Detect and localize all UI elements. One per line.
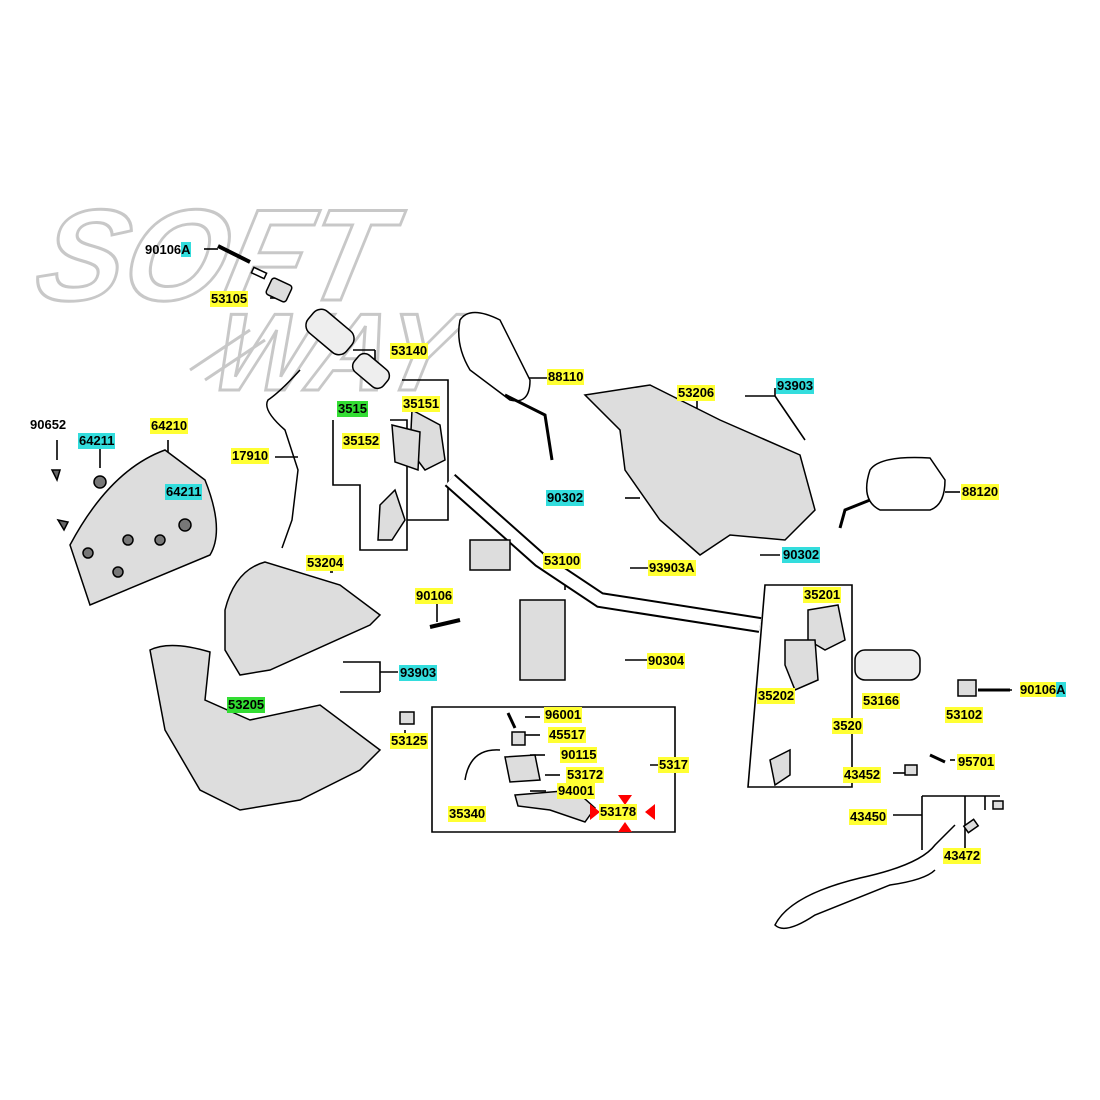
label-3520: 3520 <box>832 718 863 734</box>
label-17910: 17910 <box>231 448 270 464</box>
label-90106A-top: 90106A <box>144 242 192 258</box>
label-53172: 53172 <box>566 767 605 783</box>
label-53125: 53125 <box>390 733 429 749</box>
label-43472: 43472 <box>943 848 982 864</box>
label-53166: 53166 <box>862 693 901 709</box>
label-35340: 35340 <box>448 806 487 822</box>
label-53206: 53206 <box>677 385 716 401</box>
label-43450: 43450 <box>849 809 888 825</box>
label-53100: 53100 <box>543 553 582 569</box>
label-93903A: 93903A <box>648 560 696 576</box>
label-suffix: A <box>181 242 191 257</box>
label-90302-b: 90302 <box>782 547 821 563</box>
label-90302-a: 90302 <box>546 490 585 506</box>
label-35152: 35152 <box>342 433 381 449</box>
label-3515: 3515 <box>337 401 368 417</box>
label-95701: 95701 <box>957 754 996 770</box>
watermark-streaks <box>189 328 266 382</box>
label-94001: 94001 <box>557 783 596 799</box>
marker-top <box>618 795 632 805</box>
label-suffix: A <box>1056 682 1066 697</box>
label-prefix: 90106 <box>1020 682 1057 697</box>
label-64211-b: 64211 <box>165 484 203 500</box>
label-88120: 88120 <box>961 484 1000 500</box>
label-90115: 90115 <box>560 747 598 763</box>
marker-bottom <box>618 822 632 832</box>
label-45517: 45517 <box>548 727 587 743</box>
label-35201: 35201 <box>803 587 842 603</box>
label-35202: 35202 <box>757 688 796 704</box>
watermark: SOFT WAY <box>24 181 481 415</box>
label-90106: 90106 <box>415 588 454 604</box>
label-93903-top: 93903 <box>776 378 815 394</box>
label-53102: 53102 <box>945 707 984 723</box>
label-53140: 53140 <box>390 343 429 359</box>
label-53204: 53204 <box>306 555 345 571</box>
label-93903-mid: 93903 <box>399 665 438 681</box>
label-53178: 53178 <box>599 804 638 820</box>
marker-right <box>645 804 655 820</box>
label-90652: 90652 <box>30 417 67 432</box>
label-35151: 35151 <box>402 396 441 412</box>
label-88110: 88110 <box>547 369 585 385</box>
part-shapes <box>50 244 1010 930</box>
label-96001: 96001 <box>544 707 583 723</box>
label-53205: 53205 <box>227 697 266 713</box>
label-43452: 43452 <box>843 767 882 783</box>
marker-left <box>590 804 600 820</box>
label-5317: 5317 <box>658 757 689 773</box>
label-64210: 64210 <box>150 418 189 434</box>
label-prefix: 90106 <box>145 242 182 257</box>
label-90304: 90304 <box>647 653 686 669</box>
label-64211-a: 64211 <box>78 433 116 449</box>
label-53105: 53105 <box>210 291 249 307</box>
red-markers <box>590 795 655 832</box>
label-90106A-right: 90106A <box>1019 682 1067 698</box>
